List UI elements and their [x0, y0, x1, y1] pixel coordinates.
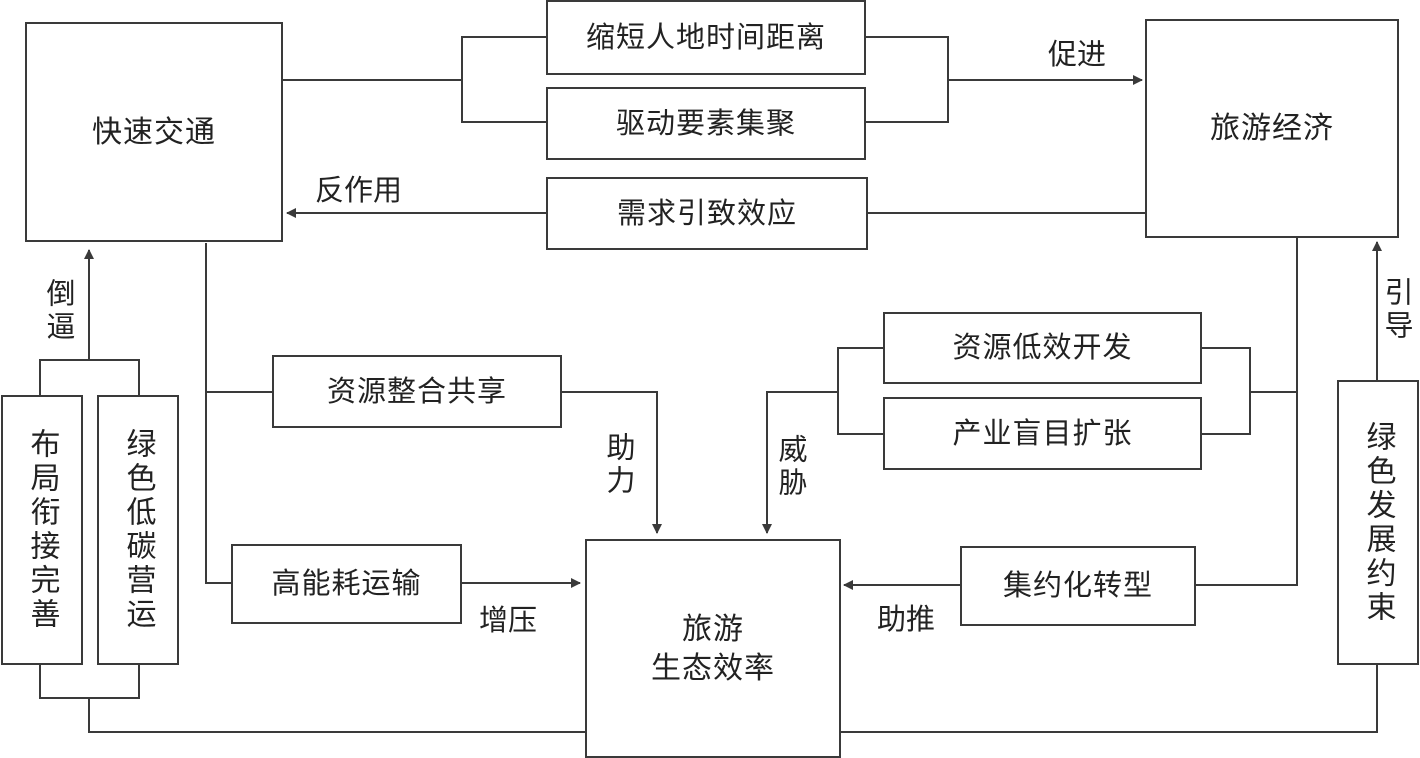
line-bottom-loop-right: [840, 665, 1378, 733]
label-pressure: 增压: [479, 603, 538, 637]
label-promote: 促进: [1048, 37, 1107, 71]
line-fast-down: [205, 243, 231, 584]
label-guide: 引导: [1380, 277, 1414, 343]
node-fast-transport: 快速交通: [25, 22, 283, 242]
bracket-left-bottom: [39, 664, 140, 699]
label-help: 助力: [602, 432, 636, 498]
label-reaction: 反作用: [315, 173, 403, 207]
node-intensive-transform: 集约化转型: [960, 546, 1196, 626]
line-economy-down: [1195, 238, 1298, 586]
node-resource-integration: 资源整合共享: [272, 355, 562, 428]
node-layout-connection: 布局衔接完善: [1, 395, 83, 665]
label-push: 助推: [877, 602, 936, 636]
node-low-efficiency-dev: 资源低效开发: [883, 312, 1202, 384]
efficiency-line1: 旅游: [682, 611, 744, 647]
node-drive-aggregation: 驱动要素集聚: [546, 87, 866, 160]
node-tourism-economy: 旅游经济: [1145, 19, 1399, 238]
arrow-threaten: [762, 391, 838, 534]
node-blind-expansion: 产业盲目扩张: [883, 397, 1202, 470]
node-green-operation: 绿色低碳营运: [97, 395, 179, 665]
node-shorten-distance: 缩短人地时间距离: [546, 0, 866, 75]
bracket-left-threat: [837, 347, 883, 435]
bracket-right: [865, 36, 949, 123]
node-demand-effect: 需求引致效应: [546, 177, 868, 250]
bracket-right-threat: [1202, 347, 1251, 435]
line-bottom-loop-left: [88, 698, 585, 733]
efficiency-line2: 生态效率: [651, 650, 775, 686]
label-force-back: 倒逼: [42, 278, 76, 344]
node-high-energy-transport: 高能耗运输: [231, 544, 462, 624]
label-threaten: 威胁: [774, 434, 808, 500]
bracket-left-vertical-top: [39, 359, 140, 395]
arrow-help: [561, 391, 662, 534]
bracket-left: [461, 36, 546, 123]
node-green-constraint: 绿色发展约束: [1337, 380, 1419, 665]
node-tourism-eco-efficiency: 旅游 生态效率: [585, 539, 841, 758]
